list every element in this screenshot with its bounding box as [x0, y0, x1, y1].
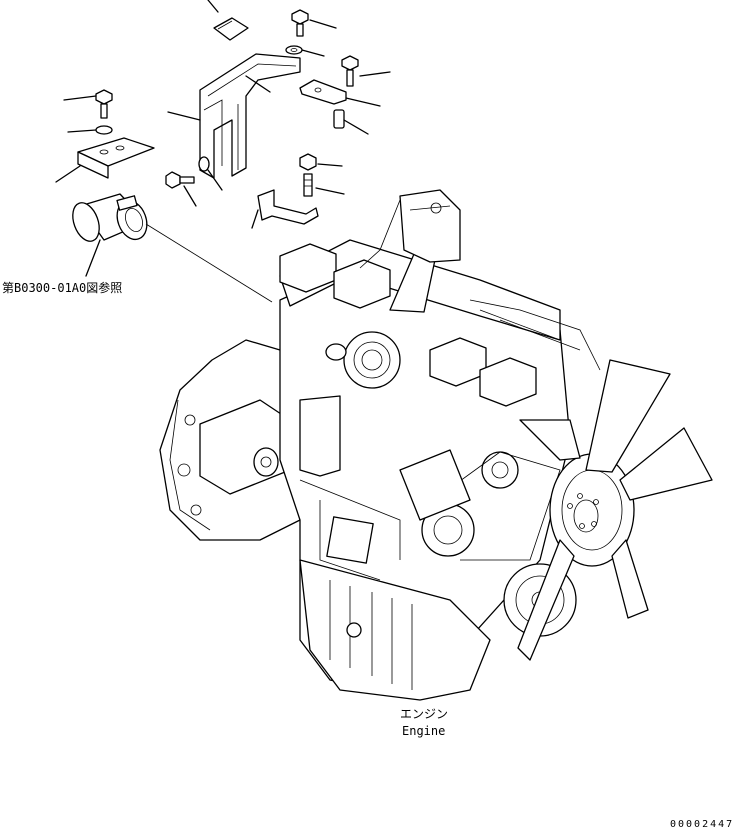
drawing-number: 00002447 — [670, 819, 734, 830]
pin-part — [333, 109, 369, 135]
muffler-bracket — [55, 137, 155, 183]
bolt-left-top — [63, 89, 113, 119]
washer-left — [67, 125, 113, 135]
cooling-fan — [517, 359, 713, 661]
muffler-pipe — [72, 193, 273, 303]
rear-bracket — [167, 53, 301, 179]
washer-mid — [198, 156, 223, 191]
reference-note: 第B0300-01A0図参照 — [2, 280, 122, 295]
bolt-mid — [165, 171, 197, 207]
front-bracket — [251, 189, 319, 229]
bolt-top — [291, 9, 337, 37]
engine-label-jp: エンジン — [400, 707, 448, 721]
plate-part — [207, 0, 249, 41]
engine-label-en: Engine — [402, 724, 445, 738]
nut-part — [299, 153, 343, 171]
bolt-right — [341, 55, 391, 87]
washer-top — [285, 45, 325, 57]
small-bracket-right — [299, 79, 381, 107]
stud-part — [303, 173, 345, 197]
engine-assembly — [159, 189, 635, 701]
